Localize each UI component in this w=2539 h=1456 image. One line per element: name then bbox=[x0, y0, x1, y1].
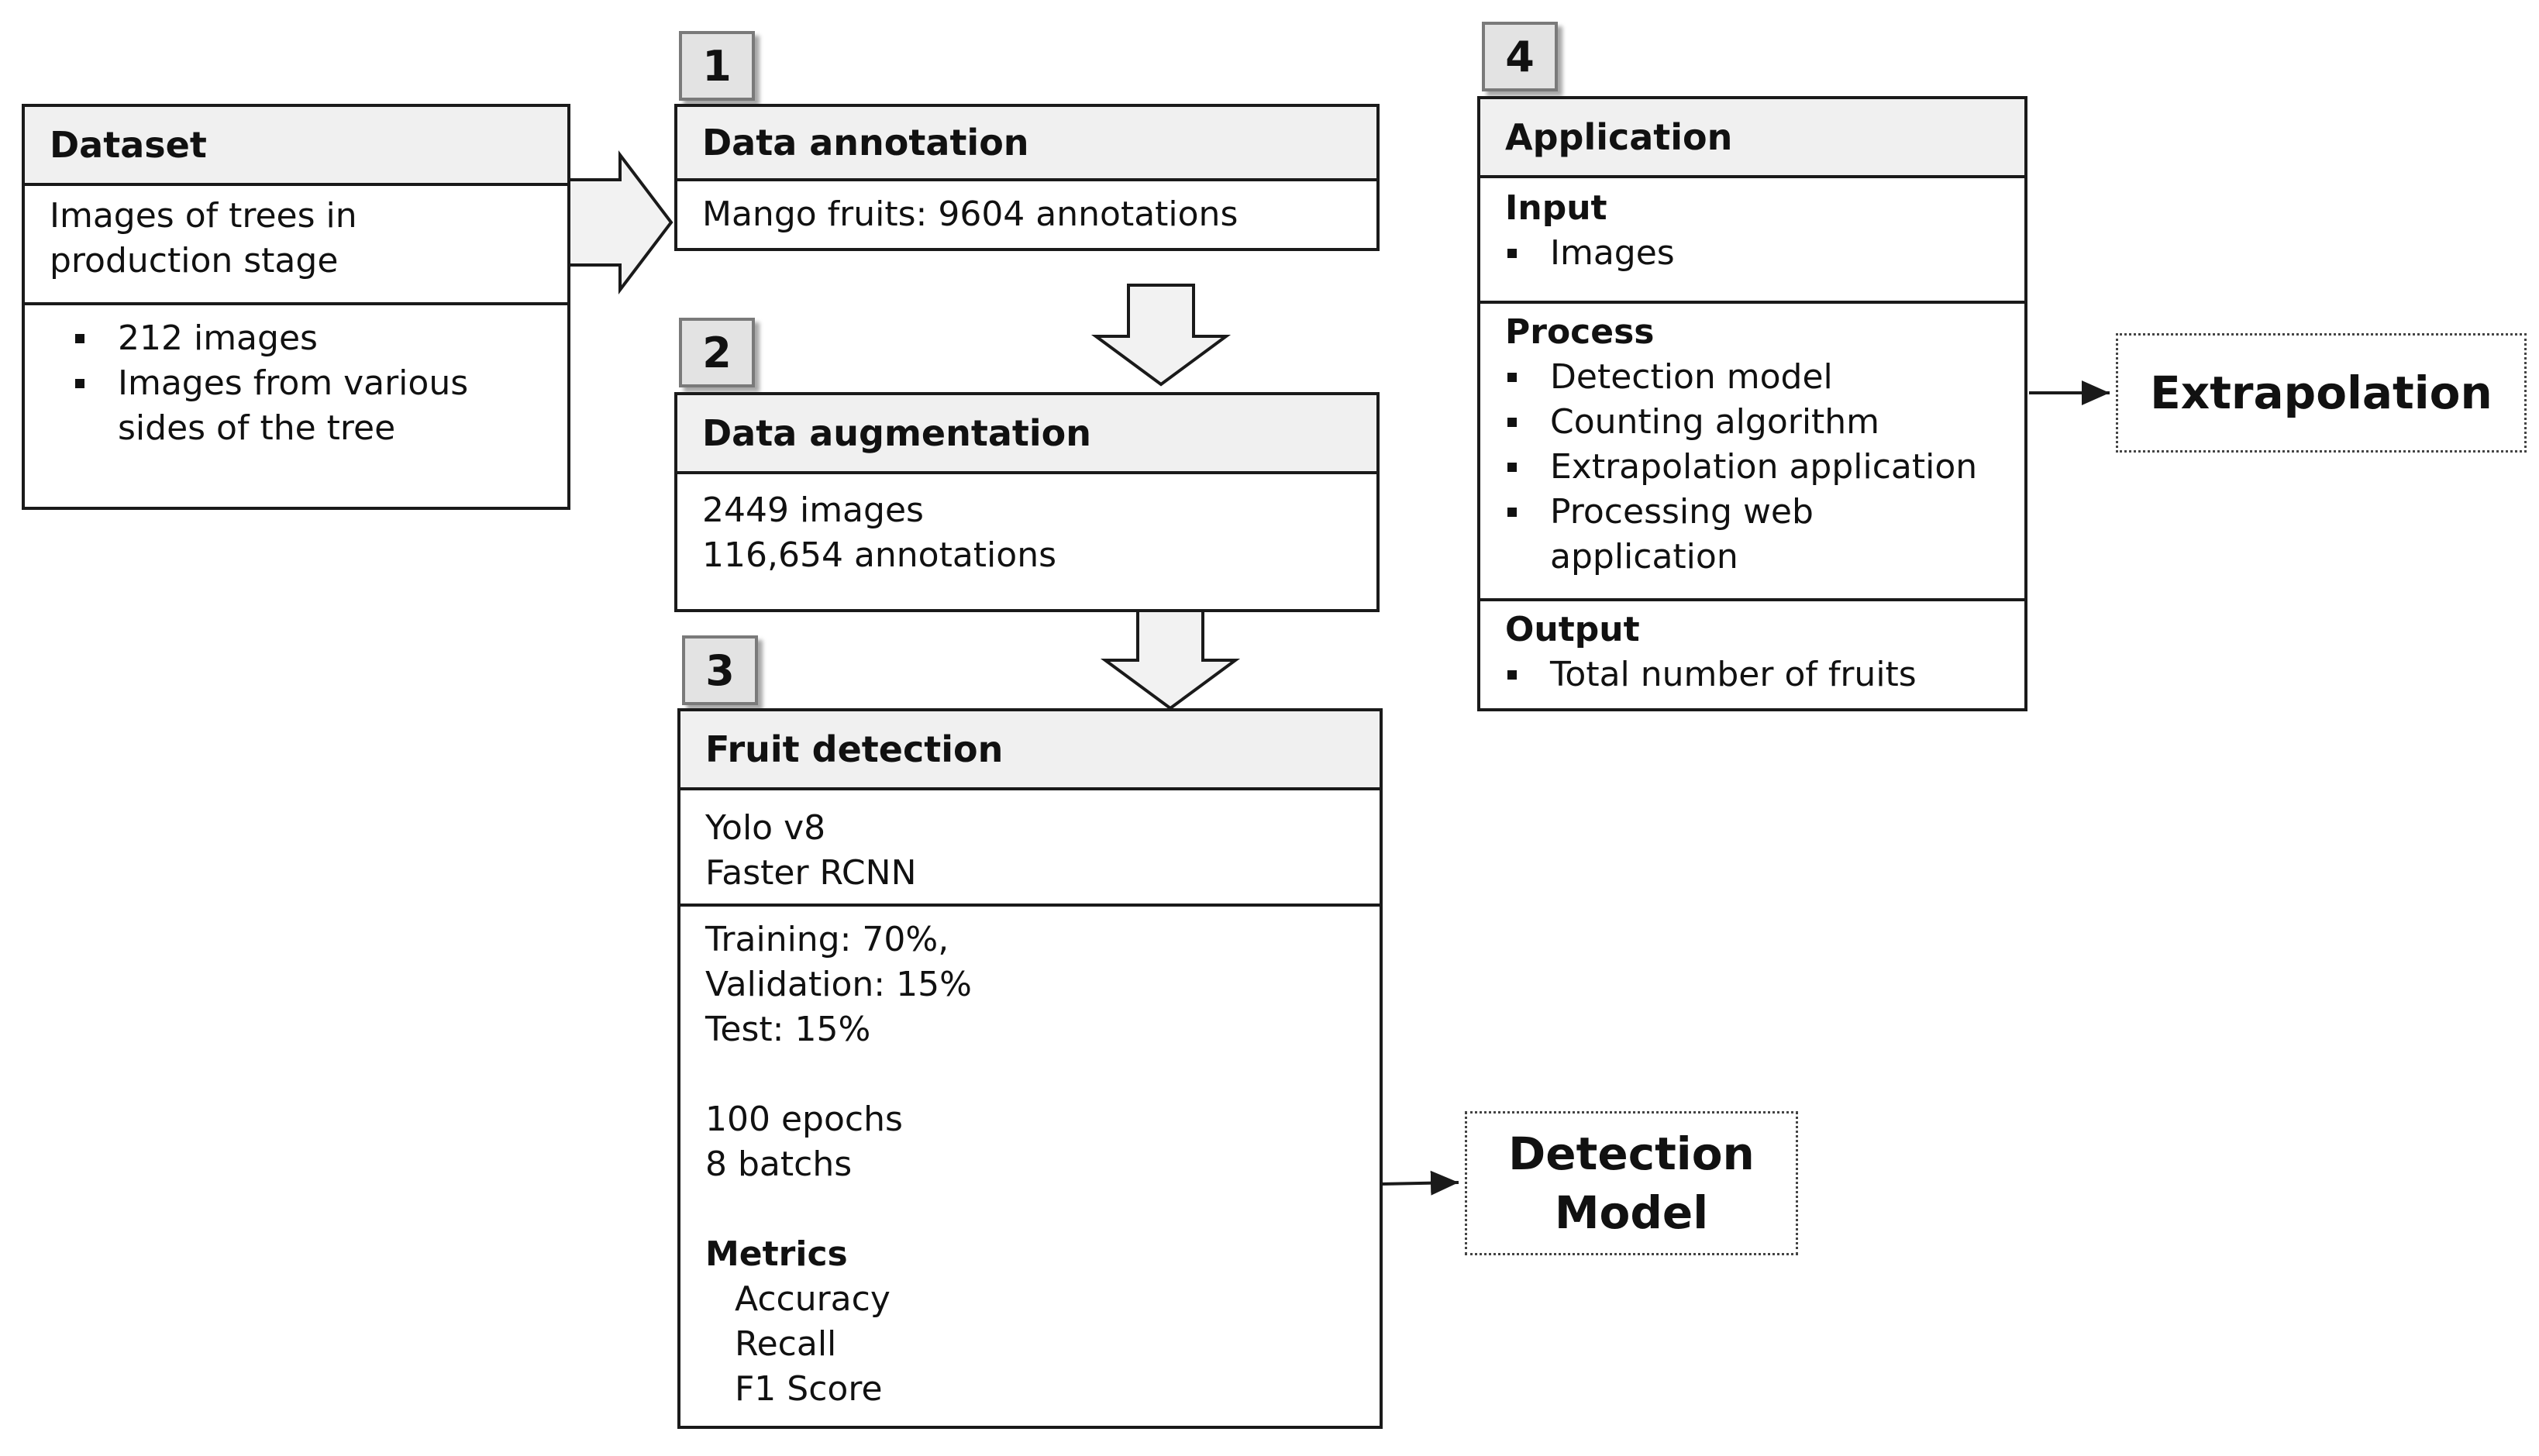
data-augmentation-box: Data augmentation 2449 images 116,654 an… bbox=[674, 392, 1380, 612]
fruit-detection-models: Yolo v8 Faster RCNN bbox=[680, 790, 1380, 904]
metric-accuracy: Accuracy bbox=[735, 1279, 891, 1319]
list-item: 212 images bbox=[73, 316, 543, 361]
arrow-augmentation-to-detection bbox=[1100, 609, 1241, 711]
step-3-badge: 3 bbox=[682, 635, 758, 705]
epochs: 100 epochs bbox=[705, 1100, 903, 1139]
list-item: Processing web application bbox=[1505, 490, 1876, 580]
dataset-description-text: Images of trees in production stage bbox=[50, 196, 357, 281]
metric-recall: Recall bbox=[735, 1324, 837, 1364]
list-item: Images bbox=[1505, 231, 2000, 276]
step-2-badge: 2 bbox=[679, 318, 755, 387]
data-augmentation-title: Data augmentation bbox=[677, 395, 1376, 474]
dataset-title: Dataset bbox=[25, 107, 567, 186]
metric-f1: F1 Score bbox=[735, 1369, 883, 1409]
metrics-label: Metrics bbox=[705, 1234, 848, 1274]
model-name: Faster RCNN bbox=[705, 853, 917, 893]
dataset-bullets: 212 images Images from various sides of … bbox=[25, 302, 567, 451]
process-label: Process bbox=[1505, 312, 1655, 352]
split-test: Test: 15% bbox=[705, 1010, 871, 1049]
data-annotation-box: Data annotation Mango fruits: 9604 annot… bbox=[674, 104, 1380, 251]
application-output-section: Output Total number of fruits bbox=[1480, 598, 2024, 697]
fruit-detection-config: Training: 70%, Validation: 15% Test: 15%… bbox=[680, 904, 1380, 1412]
arrow-dataset-to-annotation bbox=[567, 150, 674, 294]
fruit-detection-title: Fruit detection bbox=[680, 711, 1380, 790]
data-annotation-title: Data annotation bbox=[677, 107, 1376, 181]
list-item: Images from various sides of the tree bbox=[73, 361, 552, 451]
arrow-detection-to-model bbox=[1380, 1170, 1459, 1196]
data-augmentation-stats: 2449 images 116,654 annotations bbox=[677, 474, 1376, 578]
step-1-badge: 1 bbox=[679, 31, 755, 101]
augmentation-images: 2449 images bbox=[702, 490, 924, 530]
split-validation: Validation: 15% bbox=[705, 965, 972, 1004]
application-process-section: Process Detection model Counting algorit… bbox=[1480, 301, 2024, 598]
dataset-box: Dataset Images of trees in production st… bbox=[22, 104, 570, 510]
list-item: Counting algorithm bbox=[1505, 400, 2000, 445]
arrow-annotation-to-augmentation bbox=[1090, 284, 1232, 387]
model-name: Yolo v8 bbox=[705, 808, 826, 848]
application-title: Application bbox=[1480, 99, 2024, 178]
list-item: Total number of fruits bbox=[1505, 652, 2000, 697]
dataset-description: Images of trees in production stage bbox=[25, 186, 567, 302]
step-4-badge: 4 bbox=[1482, 22, 1558, 91]
augmentation-annotations: 116,654 annotations bbox=[702, 535, 1057, 575]
spacer bbox=[705, 1187, 1355, 1232]
detection-model-box: Detection Model bbox=[1465, 1111, 1798, 1255]
application-input-section: Input Images bbox=[1480, 178, 2024, 301]
extrapolation-box: Extrapolation bbox=[2116, 333, 2527, 453]
list-item: Extrapolation application bbox=[1505, 445, 2000, 490]
split-training: Training: 70%, bbox=[705, 920, 949, 959]
input-label: Input bbox=[1505, 188, 1607, 228]
fruit-detection-box: Fruit detection Yolo v8 Faster RCNN Trai… bbox=[677, 708, 1383, 1429]
output-label: Output bbox=[1505, 610, 1640, 649]
application-box: Application Input Images Process Detecti… bbox=[1477, 96, 2027, 711]
list-item: Detection model bbox=[1505, 355, 2000, 400]
batch-size: 8 batchs bbox=[705, 1144, 853, 1184]
spacer bbox=[705, 1052, 1355, 1097]
data-annotation-text: Mango fruits: 9604 annotations bbox=[702, 194, 1238, 234]
